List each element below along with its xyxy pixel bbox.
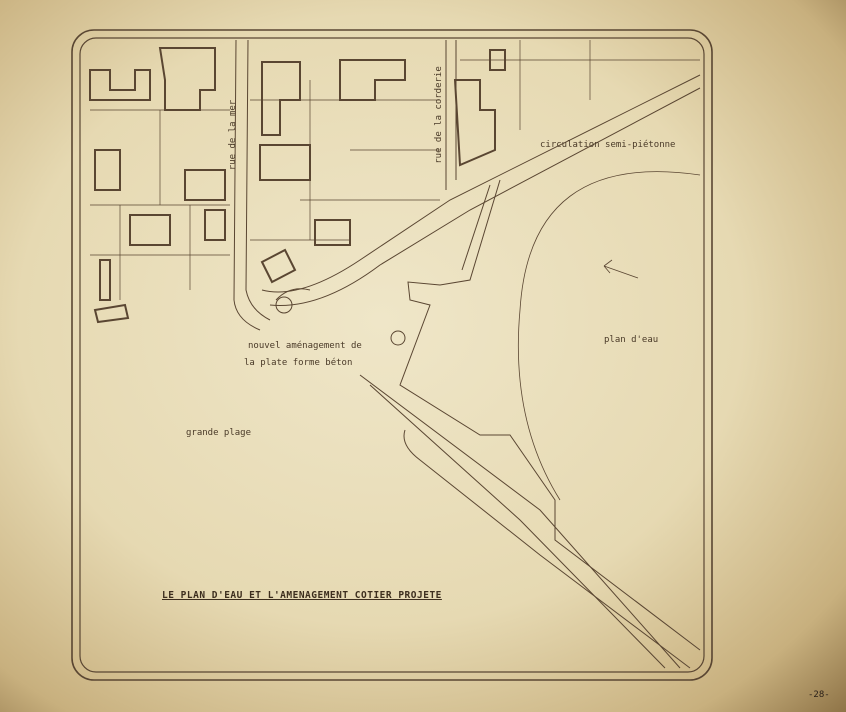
water-basin-edge — [518, 171, 701, 501]
inner-frame — [79, 37, 705, 673]
page-number: -28- — [808, 690, 830, 700]
label-plan-d-eau: plan d'eau — [604, 335, 659, 345]
label-platform-2: la plate forme béton — [244, 358, 353, 368]
parcels — [90, 40, 700, 300]
label-rue-de-la-corderie: rue de la corderie — [433, 66, 444, 164]
street-rue-de-la-corderie — [445, 40, 457, 190]
concrete-platform-and-jetty — [359, 179, 701, 669]
label-rue-de-la-mer: rue de la mer — [228, 99, 239, 171]
label-grande-plage: grande plage — [186, 428, 252, 438]
label-platform-1: nouvel aménagement de — [248, 341, 362, 351]
outer-frame — [71, 29, 713, 681]
label-circulation: circulation semi-piétonne — [540, 140, 676, 150]
map-title: LE PLAN D'EAU ET L'AMENAGEMENT COTIER PR… — [162, 590, 442, 601]
road-semi-pietonne — [261, 74, 701, 314]
buildings — [89, 47, 506, 324]
street-rue-de-la-mer — [233, 39, 271, 331]
